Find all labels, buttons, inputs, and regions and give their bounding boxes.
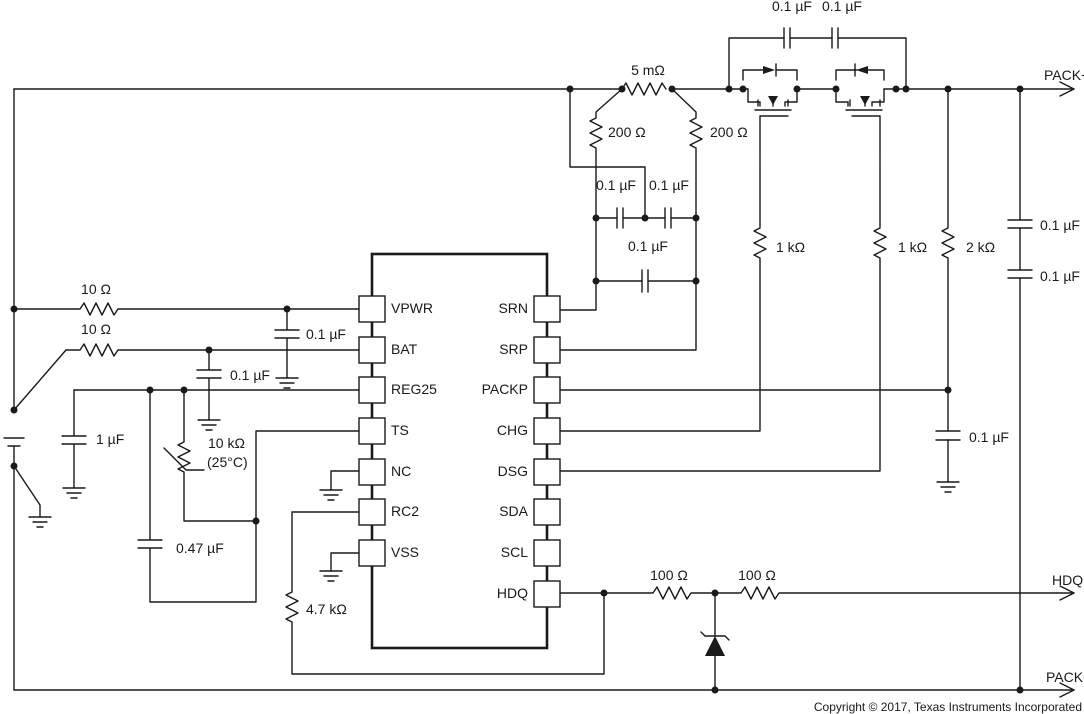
pack-caps: 0.1 µF 0.1 µF <box>1007 88 1080 691</box>
chg-gate-resistor: 1 kΩ <box>559 159 805 432</box>
pin-reg25: REG25 <box>358 376 437 404</box>
pin-label-srp: SRP <box>499 341 528 357</box>
c-ts-label: 0.47 µF <box>176 540 224 556</box>
c-diff-label: 0.1 µF <box>628 238 668 254</box>
pin-label-bat: BAT <box>391 341 418 357</box>
pin-dsg: DSG <box>498 458 561 486</box>
discharge-fet <box>835 63 885 161</box>
thermistor-temp-label: (25°C) <box>207 454 248 470</box>
bypass-wire <box>569 88 646 219</box>
sense-resistor-label: 5 mΩ <box>631 62 665 78</box>
pin-nc: NC <box>358 458 411 486</box>
c-vpwr-label: 0.1 µF <box>306 326 346 342</box>
srn-filter-label: 200 Ω <box>608 124 646 140</box>
r-hdq1-label: 100 Ω <box>650 567 688 583</box>
pin-ts: TS <box>358 417 409 445</box>
pin-label-vss: VSS <box>391 544 419 560</box>
c-fet-left-label: 0.1 µF <box>772 0 812 14</box>
bottom-rail <box>13 682 1075 698</box>
pin-bat: BAT <box>358 336 418 364</box>
pin-label-chg: CHG <box>497 422 528 438</box>
pin-srp: SRP <box>499 336 561 364</box>
c-srn-label: 0.1 µF <box>596 177 636 193</box>
c-bat-label: 0.1 µF <box>230 367 270 383</box>
c-srp-label: 0.1 µF <box>649 177 689 193</box>
r-packp-label: 2 kΩ <box>966 239 995 255</box>
thermistor-label: 10 kΩ <box>208 435 245 451</box>
c-packp-label: 0.1 µF <box>969 429 1009 445</box>
vpwr-cap: 0.1 µF <box>274 308 346 389</box>
packp-cap: 0.1 µF <box>935 389 1009 493</box>
r-hdq2-label: 100 Ω <box>738 567 776 583</box>
rc2-resistor: 4.7 kΩ <box>285 511 605 675</box>
pack-plus-label: PACK+ <box>1044 67 1084 83</box>
reg25-net: 1 µF <box>61 389 360 499</box>
pin-label-ts: TS <box>391 422 409 438</box>
r-dsg-label: 1 kΩ <box>898 239 927 255</box>
pin-label-dsg: DSG <box>498 463 528 479</box>
bat-resistor: 10 Ω <box>65 321 360 357</box>
vpwr-resistor: 10 Ω <box>13 281 360 316</box>
c-pack-bot-label: 0.1 µF <box>1040 268 1080 284</box>
pin-srn: SRN <box>498 295 561 323</box>
pack-minus-label: PACK− <box>1046 669 1084 685</box>
pin-chg: CHG <box>497 417 561 445</box>
ts-cap: 0.47 µF <box>137 389 360 603</box>
pin-packp: PACKP <box>482 376 561 404</box>
battery <box>3 88 67 691</box>
zener-diode <box>700 592 730 691</box>
bat-cap: 0.1 µF <box>196 349 270 431</box>
pin-label-rc2: RC2 <box>391 503 419 519</box>
srn-filter-resistor: 200 Ω <box>589 88 646 217</box>
pin-label-srn: SRN <box>498 300 528 316</box>
hdq-terminal-label: HDQ <box>1052 572 1083 588</box>
c-fet-right-label: 0.1 µF <box>822 0 862 14</box>
copyright-text: Copyright © 2017, Texas Instruments Inco… <box>814 700 1082 714</box>
pin-vss: VSS <box>358 539 419 567</box>
fet-bypass-caps: 0.1 µF 0.1 µF <box>728 0 907 90</box>
nc-ground <box>319 470 360 501</box>
thermistor: 10 kΩ (25°C) <box>163 389 257 522</box>
top-rail <box>13 81 1075 97</box>
r-bat-label: 10 Ω <box>81 321 111 337</box>
junction-dots <box>10 85 1024 694</box>
pin-hdq: HDQ <box>497 580 561 608</box>
pin-vpwr: VPWR <box>358 295 433 323</box>
pin-rc2: RC2 <box>358 498 419 526</box>
pin-label-packp: PACKP <box>482 381 528 397</box>
c-pack-top-label: 0.1 µF <box>1040 217 1080 233</box>
dsg-gate-resistor: 1 kΩ <box>559 159 927 472</box>
charge-fet <box>742 63 798 161</box>
r-vpwr-label: 10 Ω <box>81 281 111 297</box>
pin-scl: SCL <box>501 539 561 567</box>
diff-cap: 0.1 µF <box>559 217 697 311</box>
packp-resistor: 2 kΩ <box>559 88 995 391</box>
pin-label-reg25: REG25 <box>391 381 437 397</box>
r-rc2-label: 4.7 kΩ <box>306 601 347 617</box>
sense-resistor: 5 mΩ <box>621 62 667 96</box>
hdq-net: 100 Ω 100 Ω <box>559 567 1075 601</box>
pin-label-hdq: HDQ <box>497 585 528 601</box>
pin-label-vpwr: VPWR <box>391 300 433 316</box>
pin-label-sda: SDA <box>499 503 528 519</box>
vss-ground <box>319 552 360 582</box>
r-chg-label: 1 kΩ <box>776 239 805 255</box>
gauge-chip <box>370 252 549 650</box>
pin-label-nc: NC <box>391 463 411 479</box>
c-reg25-label: 1 µF <box>96 431 124 447</box>
srp-filter-resistor: 200 Ω <box>559 88 748 351</box>
pin-label-scl: SCL <box>501 544 528 560</box>
filter-cap-row: 0.1 µF 0.1 µF <box>595 177 697 229</box>
srp-filter-label: 200 Ω <box>710 124 748 140</box>
pin-sda: SDA <box>499 498 561 526</box>
